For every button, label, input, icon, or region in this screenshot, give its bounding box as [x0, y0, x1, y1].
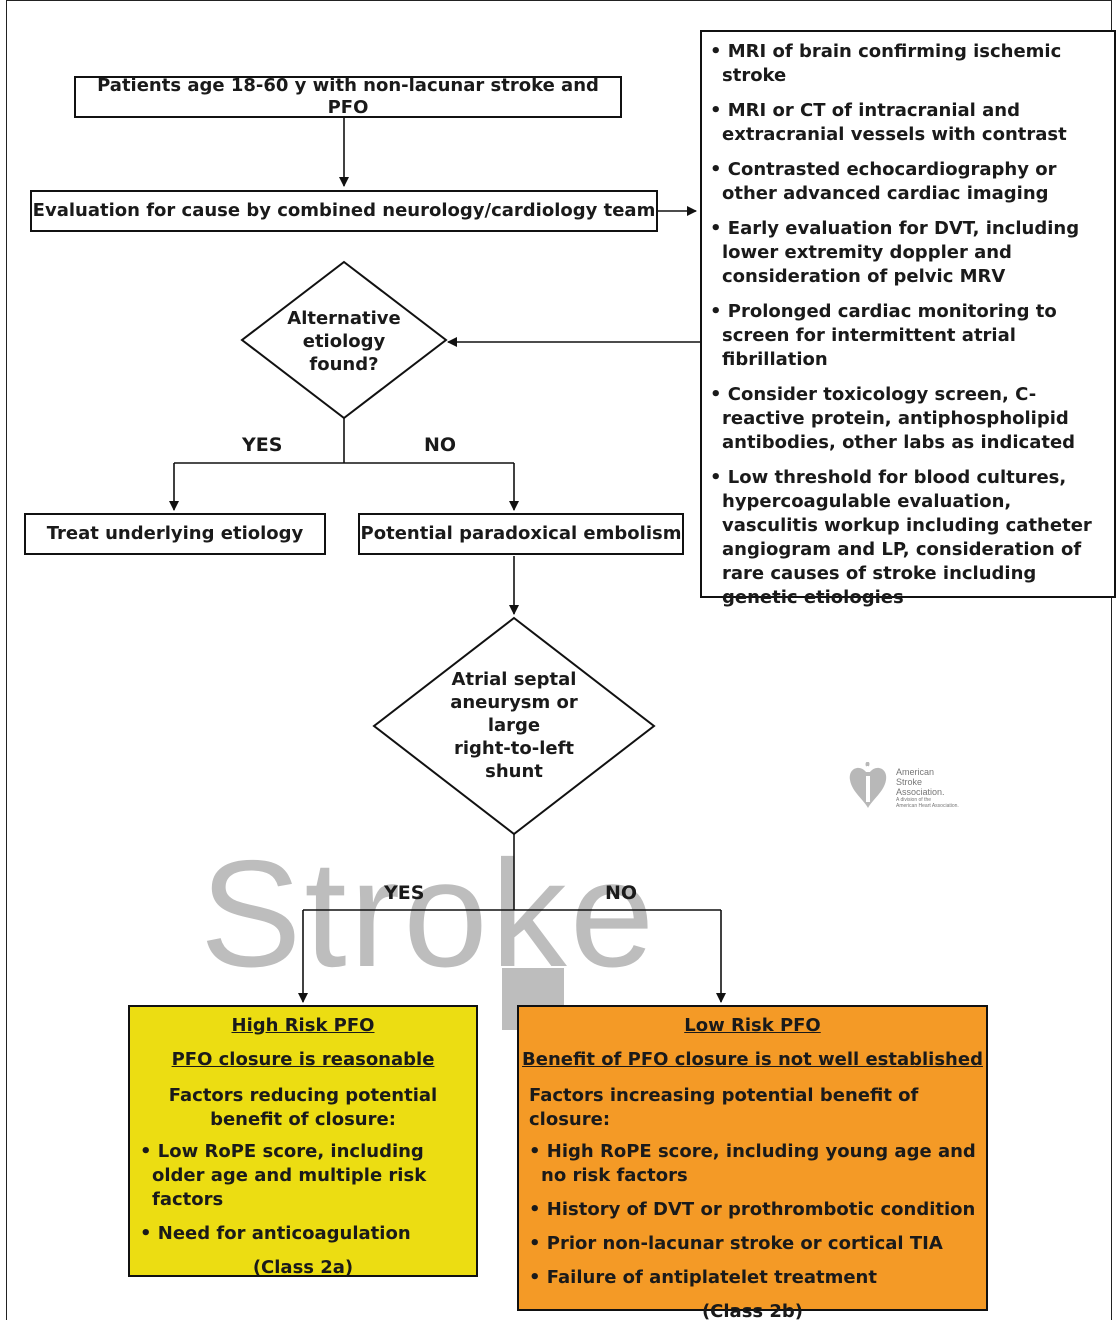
high-risk-class: (Class 2a): [252, 1257, 354, 1278]
evaluation-box: Evaluation for cause by combined neurolo…: [30, 190, 658, 232]
alt-etiology-line: Alternative: [287, 308, 401, 329]
treat-text: Treat underlying etiology: [46, 523, 304, 544]
start-text: Patients age 18-60 y with non-lacunar st…: [97, 75, 599, 118]
low-risk-class: (Class 2b): [701, 1301, 804, 1322]
start-box: Patients age 18-60 y with non-lacunar st…: [74, 75, 622, 118]
stroke-watermark: Stroke: [200, 829, 658, 999]
workup-box: • MRI of brain confirming ischemic strok…: [700, 30, 1116, 608]
evaluation-text: Evaluation for cause by combined neurolo…: [32, 200, 656, 221]
asa-line: large: [487, 715, 541, 736]
high-risk-factor: • Need for anticoagulation: [140, 1223, 411, 1244]
decision-diamond-alt-etiology: [240, 260, 448, 420]
low-risk-factor: • High RoPE score, including young age a…: [529, 1141, 976, 1186]
low-risk-box: Low Risk PFO Benefit of PFO closure is n…: [517, 1005, 988, 1322]
logo-name-line: Stroke: [896, 777, 923, 787]
yes-label-1: YES: [242, 434, 283, 456]
paradoxical-text: Potential paradoxical embolism: [360, 523, 682, 544]
logo-text: American Stroke Association. A division …: [896, 767, 959, 809]
workup-item: • MRI of brain confirming ischemic strok…: [710, 41, 1062, 86]
alt-etiology-line: found?: [309, 354, 379, 375]
diagram-frame: [6, 0, 1112, 1320]
high-risk-recommendation: PFO closure is reasonable: [171, 1049, 435, 1070]
high-risk-box: High Risk PFO PFO closure is reasonable …: [128, 1005, 478, 1278]
low-risk-factor: • Failure of antiplatelet treatment: [529, 1267, 877, 1288]
asa-line: Atrial septal: [451, 669, 577, 690]
logo-sub-line: American Heart Association.: [896, 803, 959, 809]
alt-etiology-line: etiology: [302, 331, 386, 352]
workup-item: • MRI or CT of intracranial and extracra…: [710, 100, 1067, 145]
paradoxical-box: Potential paradoxical embolism: [358, 513, 684, 555]
no-label-1: NO: [424, 434, 457, 456]
low-risk-title: Low Risk PFO: [684, 1015, 821, 1036]
workup-item: • Prolonged cardiac monitoring to screen…: [710, 301, 1057, 370]
no-label-2: NO: [605, 882, 638, 904]
asa-text: Atrial septal aneurysm or large right-to…: [424, 668, 604, 783]
high-risk-title: High Risk PFO: [231, 1015, 375, 1036]
treat-box: Treat underlying etiology: [24, 513, 326, 555]
low-risk-recommendation: Benefit of PFO closure is not well estab…: [522, 1049, 983, 1070]
low-risk-factor: • Prior non-lacunar stroke or cortical T…: [529, 1233, 943, 1254]
logo-sub-line: A division of the: [896, 797, 932, 803]
low-risk-factor: • History of DVT or prothrombotic condit…: [529, 1199, 976, 1220]
logo-name-line: Association.: [896, 787, 945, 797]
alt-etiology-text: Alternative etiology found?: [260, 307, 428, 376]
workup-item: • Early evaluation for DVT, including lo…: [710, 218, 1080, 287]
asa-line: right-to-left: [453, 738, 575, 759]
asa-line: shunt: [485, 761, 543, 782]
high-risk-factors-header: Factors reducing potential benefit of cl…: [168, 1085, 438, 1130]
yes-label-2: YES: [384, 882, 425, 904]
asa-line: aneurysm or: [450, 692, 578, 713]
heart-torch-logo-icon: [849, 762, 887, 808]
workup-item: • Contrasted echocardiography or other a…: [710, 159, 1057, 204]
workup-item: • Consider toxicology screen, C-reactive…: [710, 384, 1076, 453]
logo-name-line: American: [896, 767, 935, 777]
decision-diamond-asa: [372, 616, 656, 836]
high-risk-factor: • Low RoPE score, including older age an…: [140, 1141, 427, 1210]
workup-item: • Low threshold for blood cultures, hype…: [710, 467, 1092, 608]
low-risk-factors-header: Factors increasing potential benefit of …: [529, 1085, 919, 1130]
